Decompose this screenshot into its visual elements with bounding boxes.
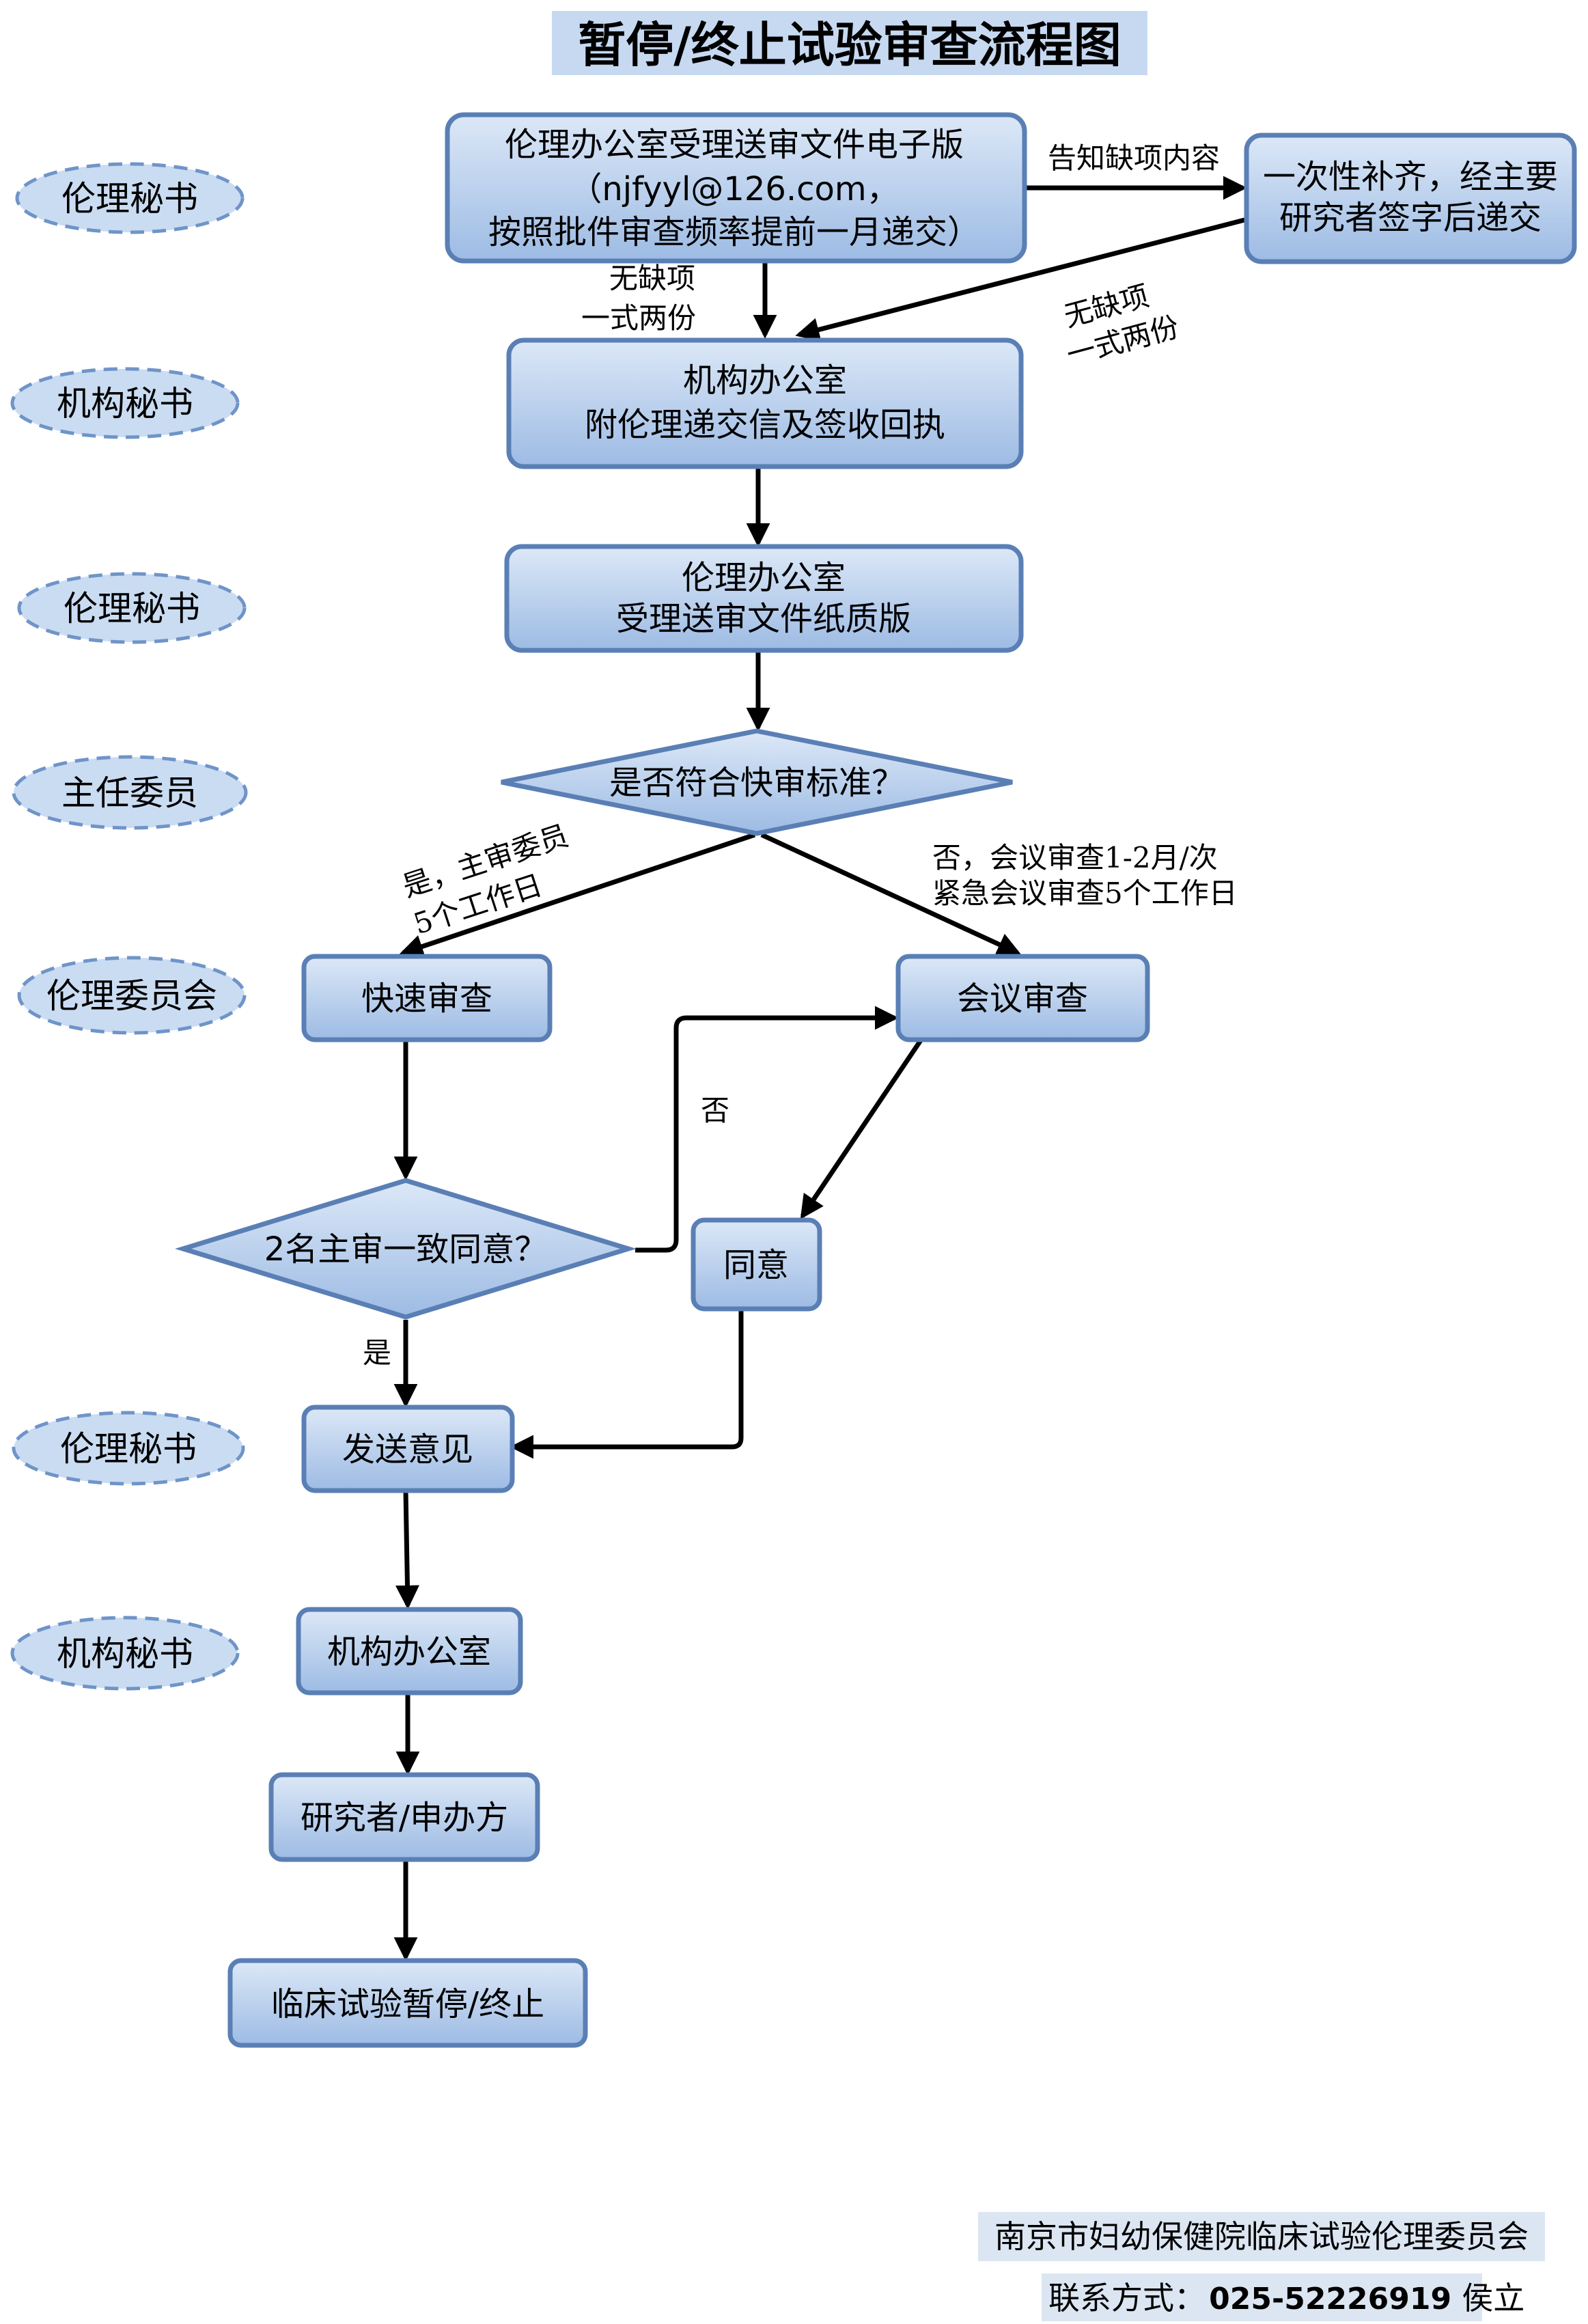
role-institution-secretary-1: 机构秘书	[10, 367, 240, 439]
label-no-missing-1b: 一式两份	[581, 301, 696, 335]
footer-contact-name: 侯立	[1462, 2280, 1524, 2316]
footer-org: 南京市妇幼保健院临床试验伦理委员会	[994, 2218, 1529, 2255]
footer-contact-background	[1042, 2273, 1482, 2321]
role-ethics-secretary-1: 伦理秘书	[15, 162, 245, 234]
title-background	[552, 11, 1147, 75]
decision-two-reviewers: 2名主审一致同意？	[175, 1178, 637, 1320]
role-label: 伦理秘书	[64, 589, 200, 628]
edge-to-inst-office-2	[395, 1490, 419, 1609]
edge-no-meeting	[760, 832, 1022, 956]
node-text: 发送意见	[342, 1430, 473, 1469]
node-submit-electronic: 伦理办公室受理送审文件电子版 （njfyyl@126.com， 按照批件审查频率…	[445, 112, 1027, 264]
node-final: 临床试验暂停/终止	[227, 1958, 588, 2048]
node-institution-office-1: 机构办公室 附伦理递交信及签收回执	[506, 337, 1024, 469]
node-text-line: 机构办公室	[683, 361, 847, 400]
node-text-line: 伦理办公室受理送审文件电子版	[505, 126, 964, 164]
footer-contact: 联系方式： 025-52226919 侯立	[1048, 2280, 1524, 2316]
label-no-missing-2: 无缺项 一式两份	[1061, 279, 1183, 372]
label-no-meeting-b: 紧急会议审查5个工作日	[932, 876, 1238, 910]
node-text: 临床试验暂停/终止	[271, 1985, 544, 2023]
decision-fast-review: 是否符合快审标准？	[501, 728, 1013, 836]
node-text: 机构办公室	[327, 1633, 491, 1671]
role-label: 机构秘书	[57, 1634, 193, 1674]
label-no-meeting-a: 否，会议审查1-2月/次	[932, 841, 1218, 874]
node-fast-review: 快速审查	[301, 954, 553, 1042]
role-label: 伦理委员会	[46, 976, 217, 1016]
role-ethics-secretary-3: 伦理秘书	[12, 1411, 245, 1486]
node-text-line: 附伦理递交信及签收回执	[585, 406, 945, 444]
node-text: 会议审查	[957, 980, 1088, 1018]
footer-contact-number: 025-52226919	[1209, 2282, 1451, 2316]
node-meeting-review: 会议审查	[895, 954, 1150, 1042]
role-label: 主任委员	[61, 773, 198, 813]
edge-yes-fast	[399, 832, 756, 958]
footer-contact-label: 联系方式：	[1048, 2280, 1206, 2316]
edge-meeting-to-agree	[800, 1037, 924, 1219]
footer-org-background	[978, 2212, 1545, 2261]
node-send-opinion: 发送意见	[301, 1405, 515, 1493]
node-text-line: 伦理办公室	[682, 559, 846, 597]
edge-agree-to-send	[510, 1309, 744, 1459]
role-label: 伦理秘书	[61, 179, 198, 219]
node-text: 同意	[723, 1246, 789, 1284]
role-ethics-secretary-2: 伦理秘书	[17, 572, 247, 644]
node-text-line: 按照批件审查频率提前一月递交）	[488, 213, 980, 251]
node-text-line: （njfyyl@126.com，	[569, 170, 899, 208]
node-agree: 同意	[691, 1217, 822, 1312]
role-ethics-committee: 伦理委员会	[17, 956, 247, 1035]
page-title: 暂停/终止试验审查流程图	[578, 17, 1122, 73]
decision-text: 2名主审一致同意？	[264, 1230, 548, 1269]
role-label: 伦理秘书	[60, 1429, 197, 1469]
node-ethics-paper: 伦理办公室 受理送审文件纸质版	[504, 544, 1024, 653]
node-text-line: 一次性补齐，经主要	[1263, 158, 1558, 196]
role-institution-secretary-2: 机构秘书	[10, 1616, 240, 1691]
node-text-line: 研究者签字后递交	[1279, 199, 1542, 237]
role-label: 机构秘书	[57, 384, 193, 424]
label-no: 否	[701, 1094, 729, 1127]
decision-text: 是否符合快审标准？	[609, 764, 904, 802]
edge-no-missing-2	[795, 217, 1245, 342]
node-supplement: 一次性补齐，经主要 研究者签字后递交	[1244, 133, 1577, 264]
label-yes: 是	[363, 1336, 391, 1370]
node-institution-office-2: 机构办公室	[296, 1607, 523, 1696]
node-text-line: 受理送审文件纸质版	[616, 600, 911, 638]
edge-no-to-meeting	[635, 1006, 899, 1253]
label-notify-missing: 告知缺项内容	[1048, 141, 1220, 175]
node-text: 研究者/申办方	[301, 1799, 508, 1837]
node-text: 快速审查	[361, 980, 492, 1018]
role-chair-member: 主任委员	[12, 755, 248, 830]
label-no-missing-1a: 无缺项	[609, 262, 695, 295]
node-researcher-sponsor: 研究者/申办方	[268, 1772, 540, 1862]
